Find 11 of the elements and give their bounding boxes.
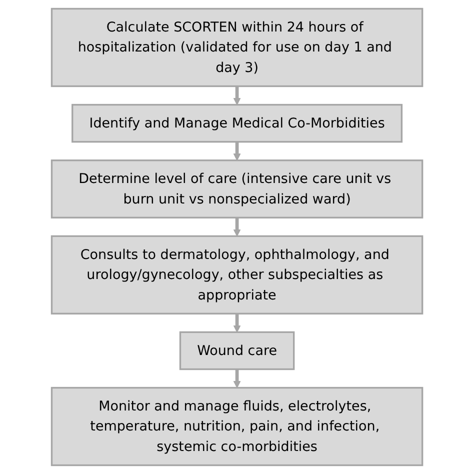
arrow bbox=[233, 142, 241, 161]
node-box: Calculate SCORTEN within 24 hours of hospitalization (validated for use on day 1 and day 3) bbox=[50, 8, 424, 88]
node-box: Consults to dermatology, ophthalmology, and urology/gynecology, other subspecialties as appropriate bbox=[50, 235, 424, 314]
node-box: Identify and Manage Medical Co-Morbidities bbox=[71, 104, 402, 143]
node-box: Wound care bbox=[179, 331, 295, 370]
arrow bbox=[233, 314, 241, 332]
arrow bbox=[233, 369, 241, 388]
node-box: Determine level of care (intensive care unit vs burn unit vs nonspecialized ward) bbox=[50, 160, 424, 218]
node-box: Monitor and manage fluids, electrolytes, temperature, nutrition, pain, and infection, systemic co-morbidities bbox=[50, 386, 424, 466]
arrow bbox=[233, 86, 241, 106]
arrow bbox=[233, 217, 241, 236]
